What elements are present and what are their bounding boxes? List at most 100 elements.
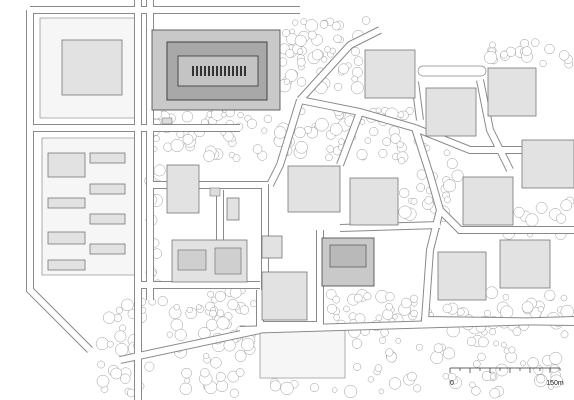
tree xyxy=(350,47,361,57)
tree xyxy=(416,183,426,192)
tree xyxy=(234,350,247,362)
tree xyxy=(282,29,291,37)
tree xyxy=(375,314,383,322)
facade-stripe xyxy=(240,66,242,76)
tree xyxy=(513,206,525,218)
tree xyxy=(407,371,417,382)
tree xyxy=(334,82,343,91)
building-west-7 xyxy=(89,243,126,255)
tree xyxy=(252,144,263,154)
tree xyxy=(395,337,402,344)
tree xyxy=(210,357,222,369)
tree xyxy=(203,352,210,359)
tree xyxy=(380,328,389,337)
tree xyxy=(184,377,191,384)
tree xyxy=(344,384,358,399)
facade-stripe xyxy=(228,66,230,76)
tree xyxy=(153,164,166,177)
tree xyxy=(351,338,363,349)
main-hall-facade-pattern xyxy=(192,66,246,76)
tree xyxy=(413,384,422,393)
scale-bar-ticks xyxy=(449,368,561,373)
tree xyxy=(326,145,334,153)
tree xyxy=(378,388,385,395)
facade-stripe xyxy=(204,66,206,76)
tree xyxy=(181,367,192,379)
building-west-5 xyxy=(89,213,126,225)
tree xyxy=(388,377,402,390)
tree xyxy=(415,343,423,351)
facade-stripe xyxy=(224,66,226,76)
tree xyxy=(179,382,192,395)
building-west-4 xyxy=(47,197,86,209)
tree xyxy=(442,373,449,380)
tree xyxy=(442,303,452,314)
tree xyxy=(424,196,433,205)
road xyxy=(339,222,441,231)
central-complex-wing-b xyxy=(214,247,242,275)
tree xyxy=(196,304,202,310)
facade-stripe xyxy=(236,66,238,76)
tree xyxy=(289,28,296,35)
tree xyxy=(410,198,418,205)
tree xyxy=(333,314,341,321)
tree xyxy=(229,388,239,398)
tree xyxy=(166,331,173,338)
tree xyxy=(227,299,239,310)
tree xyxy=(273,126,287,139)
tree xyxy=(489,328,496,336)
exhibition-hall-core xyxy=(329,244,367,268)
pavilion-c-2 xyxy=(349,177,399,226)
scale-start-label: 0 xyxy=(450,380,454,387)
tree xyxy=(471,386,481,396)
building-small-central xyxy=(261,235,283,259)
tree xyxy=(556,213,567,224)
tree xyxy=(560,304,574,319)
tree xyxy=(544,43,555,55)
tree xyxy=(369,127,379,137)
tree xyxy=(294,34,307,47)
tree xyxy=(102,311,116,324)
tree xyxy=(469,381,476,389)
tree xyxy=(477,352,486,362)
tree xyxy=(520,360,526,367)
tree xyxy=(385,292,395,302)
building-west-3 xyxy=(89,183,126,195)
tree xyxy=(443,179,457,193)
tree xyxy=(531,38,540,47)
tree xyxy=(115,306,123,314)
tree xyxy=(215,371,226,382)
tree xyxy=(502,293,510,301)
tree xyxy=(110,367,123,380)
tree xyxy=(295,141,308,154)
road xyxy=(437,207,574,233)
tree xyxy=(296,57,306,67)
building-south-central xyxy=(261,271,308,321)
tree xyxy=(353,56,364,66)
tree xyxy=(489,41,496,49)
tree xyxy=(114,330,127,343)
tree xyxy=(361,16,371,25)
tree xyxy=(363,292,372,301)
road xyxy=(477,79,513,172)
tree xyxy=(484,309,491,317)
tree xyxy=(443,347,456,360)
tree xyxy=(560,330,569,339)
facade-stripe xyxy=(220,66,222,76)
buildings-central xyxy=(166,164,308,321)
tree xyxy=(560,199,573,212)
tree xyxy=(374,364,383,372)
tree xyxy=(97,360,105,369)
tree xyxy=(280,381,294,396)
tree xyxy=(485,286,498,299)
buildings-west xyxy=(47,39,126,271)
tree xyxy=(246,118,258,129)
tree xyxy=(550,364,559,373)
tree xyxy=(326,303,337,314)
tree xyxy=(367,376,374,383)
tree xyxy=(309,383,319,393)
tree xyxy=(500,305,514,319)
tree xyxy=(446,158,458,170)
tree xyxy=(95,337,109,351)
pavilion-e-1 xyxy=(521,139,574,189)
